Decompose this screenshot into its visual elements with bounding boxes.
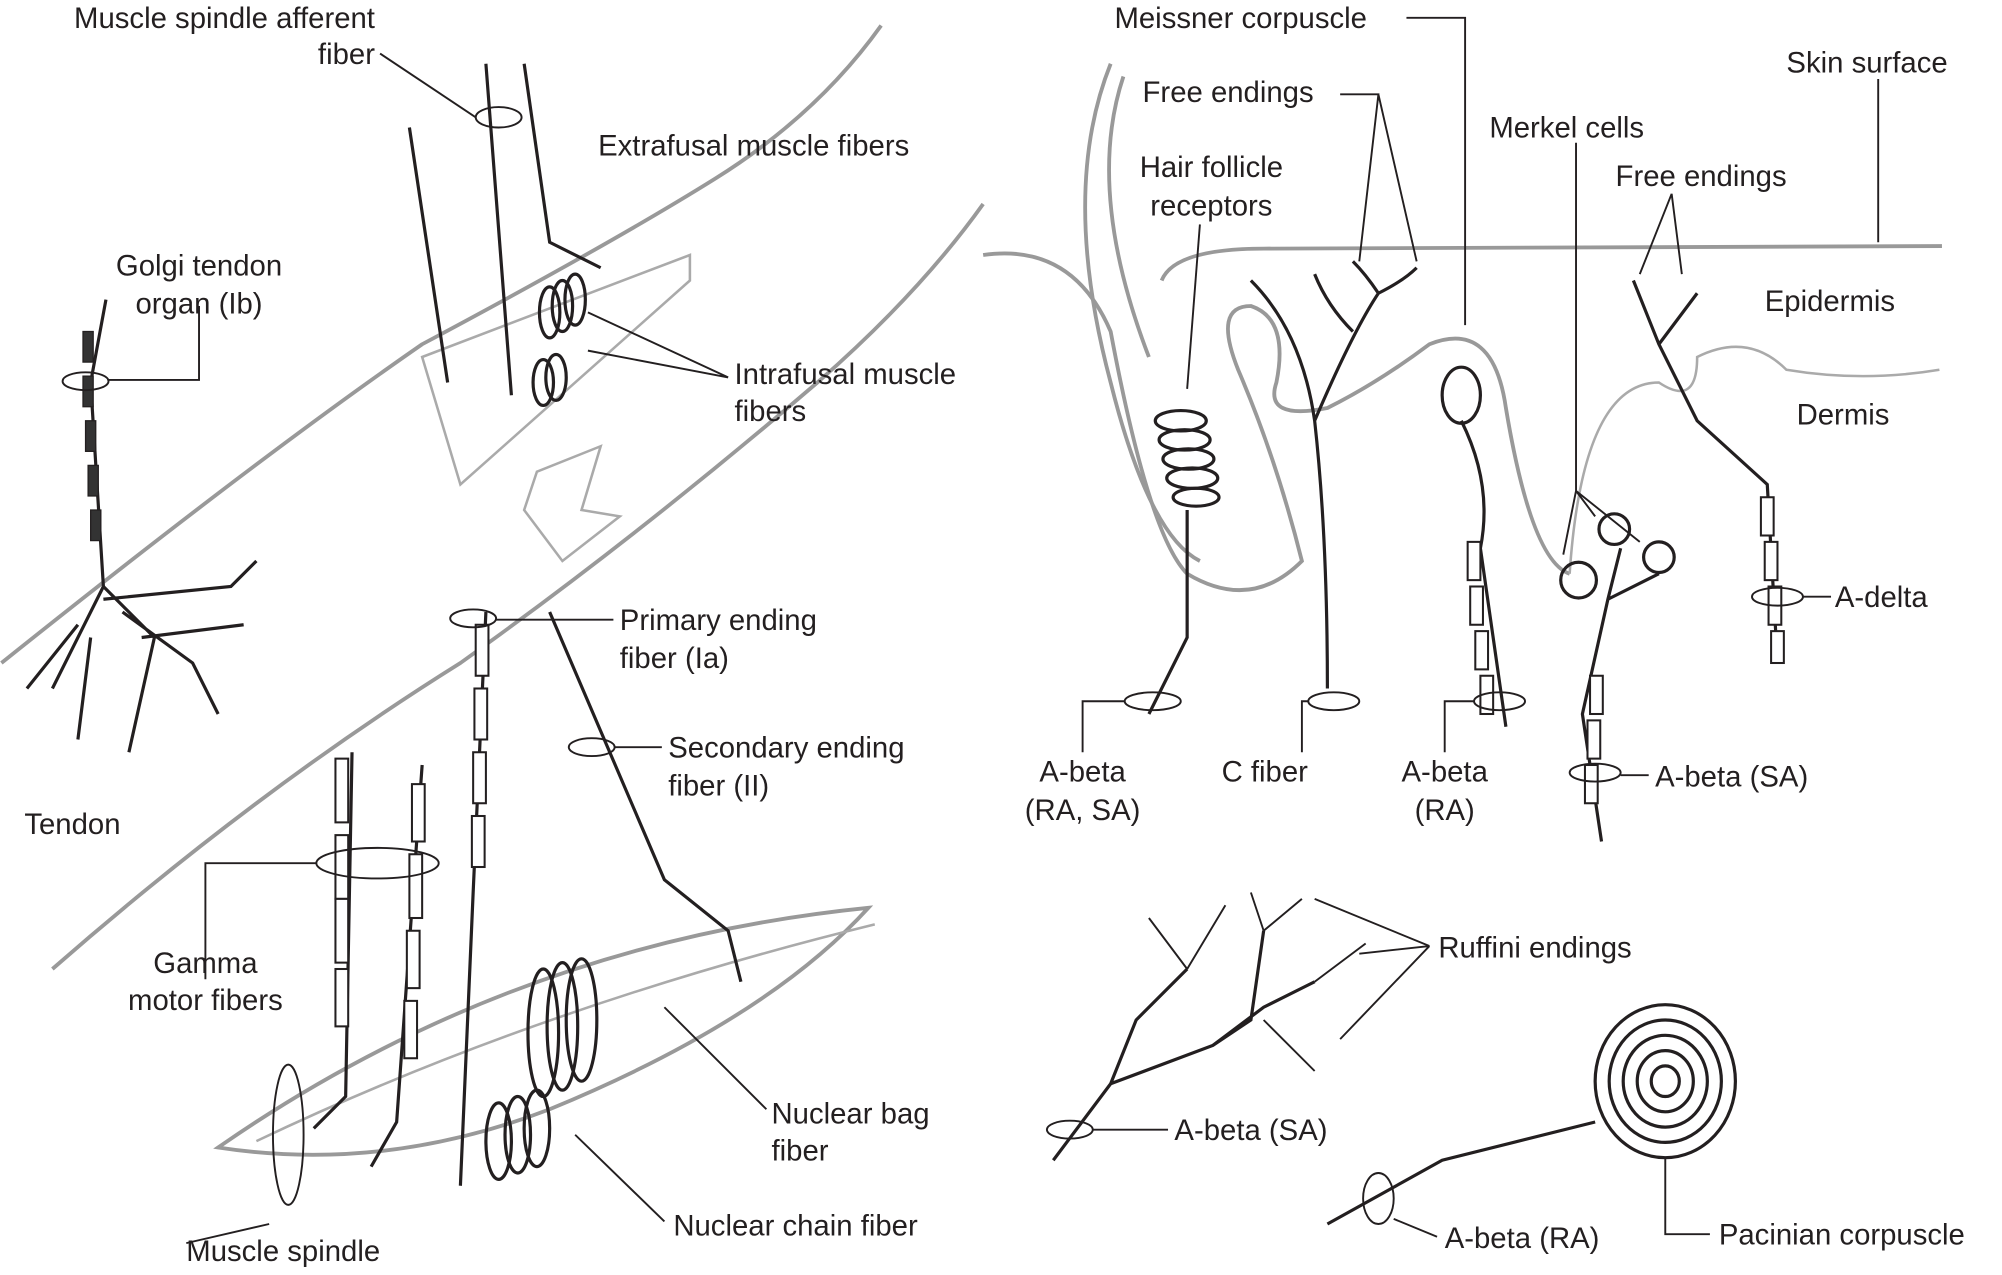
label-gamma-motor-2: motor fibers	[128, 984, 283, 1017]
label-meissner: Meissner corpuscle	[1114, 2, 1367, 35]
pacinian-drawing	[1326, 1003, 1737, 1226]
muscle-drawing	[0, 24, 985, 971]
label-intrafusal: Intrafusal muscle	[735, 358, 957, 391]
label-golgi-tendon-organ: Golgi tendon	[116, 249, 282, 282]
label-hair-follicle-2: receptors	[1150, 189, 1272, 222]
label-muscle-spindle: Muscle spindle	[186, 1235, 380, 1268]
label-secondary-ending: Secondary ending	[668, 731, 904, 764]
a-delta-free-ending	[1631, 279, 1780, 664]
label-a-beta-ra: A-beta	[1402, 756, 1489, 789]
left-labels: Muscle spindle afferent fiber Extrafusal…	[24, 2, 956, 1268]
label-epidermis: Epidermis	[1765, 285, 1895, 318]
leader-lines	[108, 16, 1880, 1245]
c-fiber-free-ending	[1249, 260, 1418, 689]
label-a-beta-ra-2: (RA)	[1415, 794, 1475, 827]
label-primary-ending: Primary ending	[620, 604, 817, 637]
label-dermis: Dermis	[1797, 399, 1890, 432]
label-a-beta-ra-sa: A-beta	[1039, 756, 1126, 789]
label-primary-ending-2: fiber (Ia)	[620, 642, 729, 675]
label-muscle-spindle-afferent-2: fiber	[318, 38, 375, 71]
label-c-fiber: C fiber	[1222, 756, 1309, 789]
label-merkel: Merkel cells	[1489, 112, 1644, 145]
label-skin-surface: Skin surface	[1786, 47, 1947, 80]
label-secondary-ending-2: fiber (II)	[668, 770, 769, 803]
skin-drawing	[982, 63, 1942, 842]
zoom-arrow-icon	[522, 444, 623, 563]
label-ruffini: Ruffini endings	[1438, 932, 1631, 965]
label-muscle-spindle-afferent: Muscle spindle afferent	[74, 2, 375, 35]
label-nuclear-bag: Nuclear bag	[772, 1097, 930, 1130]
muscle-spindle-drawing	[213, 608, 876, 1206]
label-a-delta: A-delta	[1835, 581, 1929, 614]
label-golgi-tendon-organ-2: organ (Ib)	[135, 288, 262, 321]
label-a-beta-sa-ruffini: A-beta (SA)	[1174, 1114, 1327, 1147]
label-a-beta-ra-sa-2: (RA, SA)	[1025, 794, 1141, 827]
label-pacinian: Pacinian corpuscle	[1719, 1218, 1965, 1251]
label-a-beta-ra-pacinian: A-beta (RA)	[1445, 1222, 1600, 1255]
label-nuclear-bag-2: fiber	[772, 1134, 829, 1167]
label-hair-follicle: Hair follicle	[1140, 151, 1283, 184]
label-intrafusal-2: fibers	[735, 395, 807, 428]
label-nuclear-chain: Nuclear chain fiber	[673, 1209, 918, 1242]
label-free-endings-2: Free endings	[1616, 160, 1787, 193]
label-tendon: Tendon	[24, 808, 120, 841]
extrafusal-spindle-detail	[407, 63, 602, 408]
label-a-beta-sa-merkel: A-beta (SA)	[1655, 761, 1808, 794]
ruffini-drawing	[1045, 892, 1367, 1162]
label-gamma-motor: Gamma	[153, 947, 258, 980]
right-labels: Meissner corpuscle Skin surface Free end…	[1025, 2, 1965, 1255]
golgi-tendon-organ-drawing	[25, 63, 602, 753]
label-free-endings-1: Free endings	[1143, 76, 1314, 109]
hair-follicle-receptor	[1147, 408, 1221, 715]
label-extrafusal: Extrafusal muscle fibers	[598, 130, 909, 163]
